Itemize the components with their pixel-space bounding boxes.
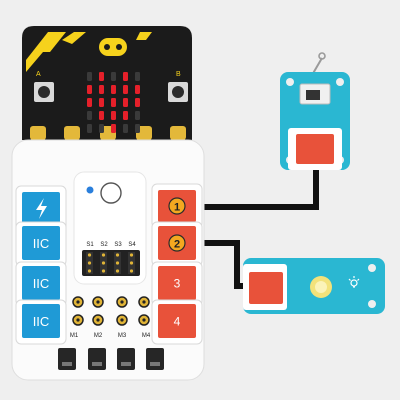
cable-port1-to-crash-sensor	[196, 165, 319, 210]
switch-label-s2: S2	[100, 242, 108, 248]
switch-label-s1: S1	[86, 242, 94, 248]
switch-label-s4: S4	[128, 242, 136, 248]
iic-port-1-label: IIC	[33, 236, 50, 251]
light-bulb-icon	[348, 276, 360, 288]
microbit-button-a[interactable]	[34, 82, 54, 102]
led-pixel-off	[123, 124, 128, 133]
lightning-icon	[36, 198, 47, 219]
led-pixel-on	[111, 98, 116, 107]
led-pixel-off	[135, 72, 140, 81]
led-pixel-on	[87, 98, 92, 107]
motor-label-m2: M2	[94, 333, 103, 339]
crash-sensor-module	[280, 52, 350, 170]
motor-terminals[interactable]	[72, 296, 150, 326]
led-pixel-on	[99, 85, 104, 94]
expansion-board: IIC IIC IIC S1 S2 S3 S4	[11, 139, 205, 381]
rj11-port-3[interactable]: 3	[151, 261, 203, 307]
rj11-port-1-label: 1	[174, 202, 180, 214]
reset-button[interactable]	[100, 182, 122, 204]
power-port[interactable]	[15, 185, 67, 231]
led-pixel-on	[123, 72, 128, 81]
servo-header[interactable]	[82, 250, 140, 276]
iic-port-1[interactable]: IIC	[15, 221, 67, 267]
led-pixel-on	[99, 111, 104, 120]
iic-port-3-label: IIC	[33, 314, 50, 329]
microbit-button-a-label: A	[36, 71, 41, 78]
led-pixel-on	[135, 85, 140, 94]
microbit-logo-icon	[99, 38, 127, 56]
led-pixel-off	[111, 72, 116, 81]
bottom-connectors[interactable]	[58, 348, 164, 370]
led-module	[243, 258, 385, 314]
microbit: A B	[22, 26, 192, 140]
led-pixel-on	[111, 85, 116, 94]
motor-label-m3: M3	[118, 333, 127, 339]
iic-port-2-label: IIC	[33, 276, 50, 291]
rj11-port-2-badge	[168, 234, 186, 252]
led-pixel-on	[99, 72, 104, 81]
led-pixel-on	[135, 98, 140, 107]
motor-label-m1: M1	[70, 333, 79, 339]
led-pixel-on	[87, 85, 92, 94]
rj11-port-2[interactable]: 2	[151, 221, 203, 267]
led-pixel-on	[111, 124, 116, 133]
rj11-port-4[interactable]: 4	[151, 299, 203, 345]
led-pixel-on	[123, 98, 128, 107]
motor-label-m4: M4	[142, 333, 151, 339]
microbit-button-b-label: B	[176, 71, 181, 78]
led-pixel-off	[99, 124, 104, 133]
switch-label-s3: S3	[114, 242, 122, 248]
led-matrix	[87, 72, 140, 133]
led-pixel-off	[87, 124, 92, 133]
iic-port-3[interactable]: IIC	[15, 299, 67, 345]
led-pixel-off	[87, 72, 92, 81]
microbit-button-b[interactable]	[168, 82, 188, 102]
led-pixel-off	[135, 124, 140, 133]
led-pixel-off	[135, 111, 140, 120]
rj11-port-1-badge	[168, 197, 186, 215]
iic-port-2[interactable]: IIC	[15, 261, 67, 307]
rj11-port-4-label: 4	[174, 315, 181, 329]
rj11-port-3-label: 3	[174, 277, 181, 291]
rj11-port-1[interactable]: 1	[151, 183, 203, 229]
led-pixel-on	[99, 98, 104, 107]
led-pixel-on	[123, 111, 128, 120]
led-pixel-off	[87, 111, 92, 120]
led-pixel-on	[111, 111, 116, 120]
power-indicator-led	[86, 186, 94, 194]
led-pixel-on	[123, 85, 128, 94]
rj11-port-2-label: 2	[174, 239, 180, 251]
